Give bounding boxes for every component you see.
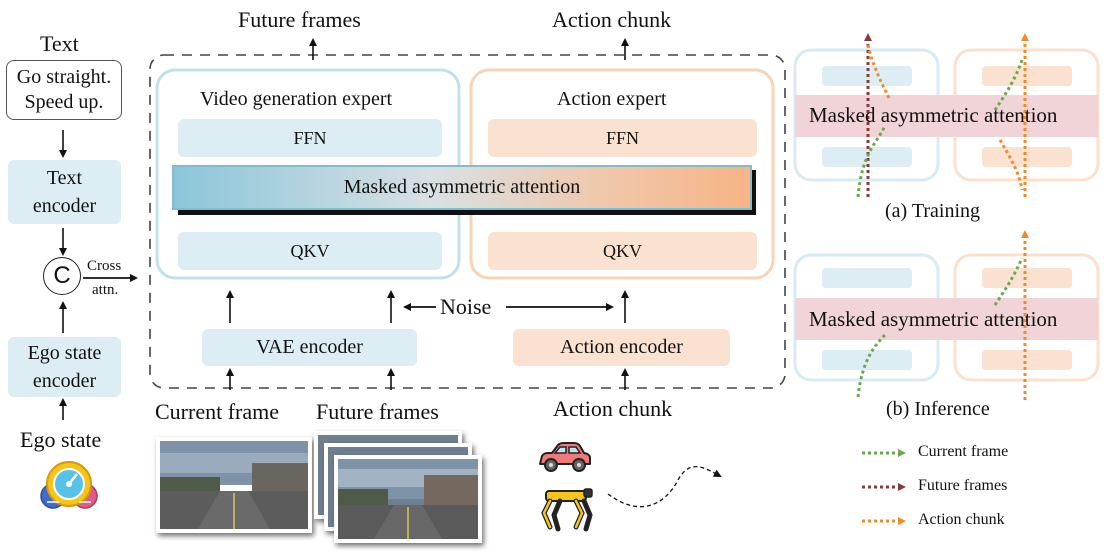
inference-attention-label: Masked asymmetric attention — [809, 307, 1058, 331]
qkv-right-box: QKV — [488, 232, 757, 270]
future-frames-label: Future frames — [316, 399, 439, 424]
future-frame-front — [334, 455, 482, 543]
legend-label-action: Action chunk — [918, 511, 1005, 528]
qkv-right-label: QKV — [603, 240, 642, 261]
text-input-line2: Speed up. — [24, 91, 104, 113]
inference-caption: (b) Inference — [886, 398, 990, 420]
cross-label-line1: Cross — [87, 258, 122, 274]
training-caption: (a) Training — [885, 200, 980, 222]
text-input-line1: Go straight. — [16, 66, 112, 88]
attention-label: Masked asymmetric attention — [343, 176, 581, 198]
trajectory-arrow — [607, 466, 722, 508]
text-input-box: Go straight. Speed up. — [6, 60, 122, 120]
ffn-right-label: FFN — [605, 127, 640, 148]
ego-state-label: Ego state — [20, 427, 102, 452]
attention-bar: Masked asymmetric attention — [172, 165, 752, 210]
current-frame-image — [156, 437, 312, 533]
main-dashed-frame — [149, 54, 786, 389]
ego-encoder-line1: Ego state — [27, 342, 102, 364]
ffn-left-box: FFN — [178, 119, 442, 157]
ffn-right-box: FFN — [488, 119, 757, 157]
action-encoder-label: Action encoder — [560, 336, 683, 358]
concat-symbol: C — [53, 262, 71, 289]
vae-encoder-label: VAE encoder — [256, 336, 363, 358]
qkv-left-label: QKV — [290, 240, 330, 261]
ego-encoder-line2: encoder — [32, 370, 97, 392]
training-attention-label: Masked asymmetric attention — [809, 103, 1058, 127]
text-encoder-line2: encoder — [32, 195, 97, 217]
street-scene-icon — [160, 441, 308, 529]
concat-circle: C — [43, 257, 81, 295]
current-frame-label: Current frame — [155, 399, 279, 424]
cross-label-line2: attn. — [92, 282, 119, 298]
legend-label-current: Current frame — [918, 443, 1009, 460]
car-icon — [539, 442, 591, 472]
training-panel — [793, 33, 1100, 198]
ego-state-encoder-box: Ego state encoder — [8, 337, 121, 397]
action-chunk-label: Action chunk — [553, 396, 673, 421]
ffn-left-label: FFN — [293, 127, 327, 148]
action-encoder-box: Action encoder — [513, 329, 730, 366]
text-encoder-line1: Text — [46, 167, 83, 189]
legend-label-future: Future frames — [918, 477, 1008, 494]
noise-label: Noise — [440, 294, 492, 319]
video-expert-title: Video generation expert — [200, 88, 393, 110]
inference-panel — [793, 230, 1100, 400]
speedometer-icon — [40, 461, 98, 509]
text-title: Text — [40, 31, 79, 56]
top-action-chunk: Action chunk — [552, 7, 672, 32]
street-scene-future-icon — [338, 459, 478, 539]
text-encoder-box: Text encoder — [8, 160, 121, 224]
top-future-frames: Future frames — [238, 7, 361, 32]
action-expert-title: Action expert — [557, 88, 667, 110]
vae-encoder-box: VAE encoder — [202, 329, 417, 366]
qkv-left-box: QKV — [178, 232, 442, 270]
robot-dog-icon — [541, 488, 593, 532]
